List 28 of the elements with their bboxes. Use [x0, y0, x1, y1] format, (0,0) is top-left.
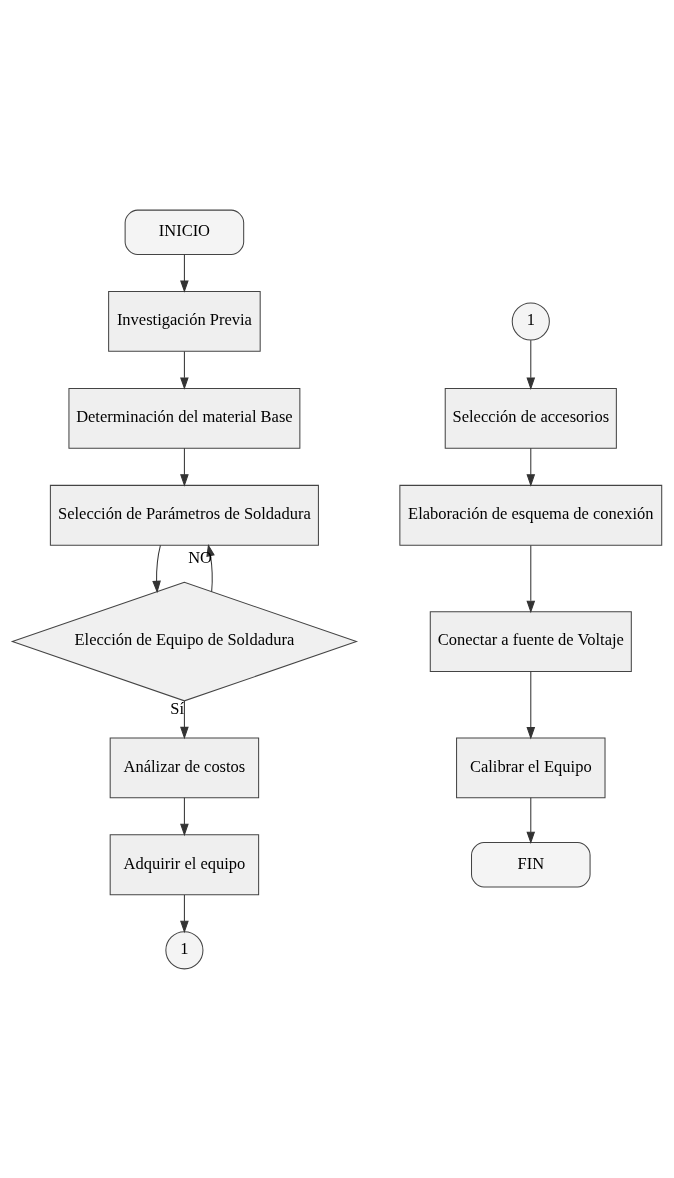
node-box: Calibrar el Equipo: [456, 736, 606, 798]
arrow: [180, 796, 189, 836]
arrow: [180, 253, 189, 293]
edge-label: NO: [188, 547, 212, 567]
arrow: [152, 544, 161, 593]
node-circle: 1: [511, 301, 550, 341]
arrow: [180, 447, 189, 487]
node-box: Selección de Parámetros de Soldadura: [49, 484, 319, 546]
node-circle: 1: [165, 930, 204, 969]
node-box: Análizar de costos: [109, 736, 260, 798]
arrow: [526, 670, 536, 739]
node-box: Determinación del material Base: [68, 387, 301, 449]
arrow: [206, 543, 215, 592]
node-box: Adquirir el equipo: [109, 833, 260, 895]
node-box: Conectar a fuente de Voltaje: [429, 610, 632, 672]
arrow: [526, 447, 536, 487]
node-box: Selección de accesorios: [444, 387, 617, 449]
arrow: [526, 544, 536, 613]
edge-label: Sí: [170, 698, 185, 718]
node-box: INICIO: [124, 209, 245, 255]
node-box: Elaboración de esquema de conexión: [399, 484, 663, 546]
arrow: [180, 700, 189, 739]
arrow: [526, 339, 536, 390]
node-box: FIN: [471, 841, 591, 887]
node-box: Investigación Previa: [108, 290, 261, 352]
arrow: [180, 893, 189, 933]
arrow: [526, 796, 536, 844]
arrow: [180, 350, 189, 390]
